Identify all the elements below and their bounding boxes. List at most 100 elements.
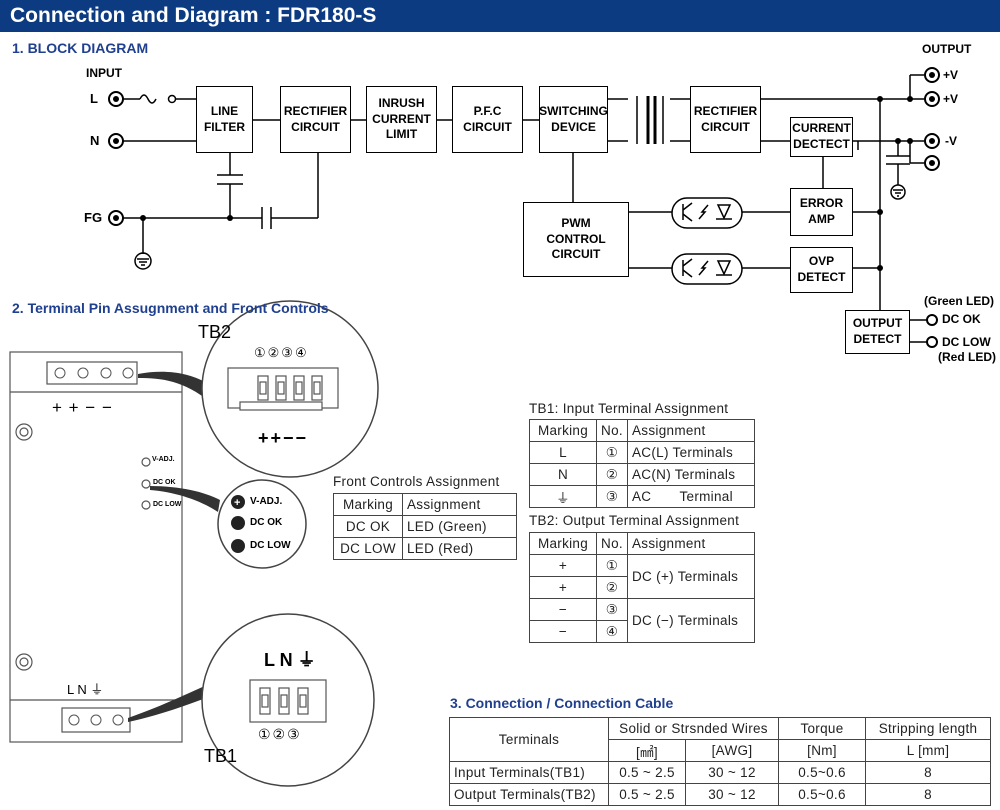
cable-header-terminals: Terminals [449,717,609,762]
dc-low-label: DC LOW [942,335,991,349]
tb1-header-assignment: Assignment [627,419,755,442]
cable-row2-strip: 8 [865,783,991,806]
output-vp1-label: +V [943,68,959,82]
rectifier-block-1: RECTIFIER CIRCUIT [280,86,351,153]
tb1-row3-no: ③ [596,485,628,508]
output-label: OUTPUT [922,42,972,56]
tb2-row2-no: ② [596,576,628,599]
cable-row1-mm2: 0.5 ~ 2.5 [608,761,686,784]
cable-unit-len: L [mm] [865,739,991,762]
pin-l-label: L [90,91,98,106]
output-vm-label: -V [945,134,957,148]
tb1-row2-marking: N [529,463,597,486]
tb1-row2-assignment: AC(N) Terminals [627,463,755,486]
front-controls-table: Marking Assignment DC OK LED (Green) DC … [333,493,517,560]
cable-unit-nm: [Nm] [778,739,866,762]
tb2-table-title: TB2: Output Terminal Assignment [529,513,740,528]
cable-header-wires: Solid or Strsnded Wires [608,717,779,740]
tb2-row1-no: ① [596,554,628,577]
tb2-row4-no: ④ [596,620,628,643]
tb2-label: TB2 [198,322,232,342]
cable-row1-strip: 8 [865,761,991,784]
tb2-row3-no: ③ [596,598,628,621]
cable-row2-terminals: Output Terminals(TB2) [449,783,609,806]
section2-title: 2. Terminal Pin Assugnment and Front Con… [12,300,329,316]
cable-row1-awg: 30 ~ 12 [685,761,779,784]
tb2-signs: ++−− [258,428,309,448]
tb1-header-no: No. [596,419,628,442]
zoom-dcok-label: DC OK [250,517,283,528]
block-diagram-title: 1. BLOCK DIAGRAM [12,40,149,56]
cable-row1-torque: 0.5~0.6 [778,761,866,784]
current-detect-block: CURRENT DECTECT [790,117,853,157]
rectifier-block-2: RECTIFIER CIRCUIT [690,86,761,153]
tb2-header-marking: Marking [529,532,597,555]
cable-header-strip: Stripping length [865,717,991,740]
fc-row1-assignment: LED (Green) [402,515,517,538]
fc-row2-marking: DC LOW [333,537,403,560]
psu-dcok-label: DC OK [153,479,176,486]
tb2-group-positive: DC (+) Terminals [627,554,755,599]
tb2-header-no: No. [596,532,628,555]
pin-n-label: N [90,133,100,148]
tb2-table: Marking No. Assignment + ① DC (+) Termin… [529,532,755,643]
error-amp-block: ERROR AMP [790,188,853,236]
pwm-block: PWM CONTROL CIRCUIT [523,202,629,277]
svg-text:+: + [234,497,240,509]
cable-header-torque: Torque [778,717,866,740]
tb2-row4-marking: − [529,620,597,643]
tb2-row2-marking: + [529,576,597,599]
front-controls-title: Front Controls Assignment [333,474,500,489]
switching-block: SWITCHING DEVICE [539,86,608,153]
cable-row2-awg: 30 ~ 12 [685,783,779,806]
tb2-header-assignment: Assignment [627,532,755,555]
inrush-block: INRUSH CURRENT LIMIT [366,86,437,153]
output-vp2-label: +V [943,92,959,106]
cable-row2-torque: 0.5~0.6 [778,783,866,806]
pfc-block: P.F.C CIRCUIT [452,86,523,153]
tb1-label: TB1 [204,746,238,766]
tb1-row3-assignment: AC Terminal [627,485,755,508]
fc-header-marking: Marking [333,493,403,516]
input-label: INPUT [86,66,122,80]
psu-dclow-label: DC LOW [153,501,182,508]
psu-tb2-signs: + + − − [52,398,113,417]
output-detect-block: OUTPUT DETECT [845,310,910,354]
tb1-signs: L N ⏚ [264,650,316,670]
dc-ok-label: DC OK [942,312,981,326]
pin-fg-label: FG [84,210,103,225]
header-banner: Connection and Diagram : FDR180-S [0,0,1000,32]
page-title: Connection and Diagram : FDR180-S [10,4,377,27]
tb2-row3-marking: − [529,598,597,621]
fc-row2-assignment: LED (Red) [402,537,517,560]
tb1-row2-no: ② [596,463,628,486]
tb1-row1-marking: L [529,441,597,464]
tb2-numbers: ①②③④ [254,345,309,360]
cable-table: Terminals Solid or Strsnded Wires Torque… [449,717,991,806]
cable-title: 3. Connection / Connection Cable [450,695,674,711]
zoom-vadj-label: V-ADJ. [250,496,283,507]
ovp-block: OVP DETECT [790,247,853,293]
tb2-group-negative: DC (−) Terminals [627,598,755,643]
tb1-numbers: ①②③ [258,726,302,742]
tb1-row3-marking: ⏚ [529,485,597,508]
cable-unit-mm2: [㎟] [608,739,686,762]
green-led-note: (Green LED) [924,294,995,308]
cable-row2-mm2: 0.5 ~ 2.5 [608,783,686,806]
tb1-row1-assignment: AC(L) Terminals [627,441,755,464]
cable-row1-terminals: Input Terminals(TB1) [449,761,609,784]
tb1-header-marking: Marking [529,419,597,442]
tb1-row1-no: ① [596,441,628,464]
zoom-dclow-label: DC LOW [250,540,291,551]
fc-row1-marking: DC OK [333,515,403,538]
red-led-note: (Red LED) [938,350,996,364]
tb1-table-title: TB1: Input Terminal Assignment [529,401,729,416]
cable-unit-awg: [AWG] [685,739,779,762]
tb1-table: Marking No. Assignment L ① AC(L) Termina… [529,419,755,508]
tb2-row1-marking: + [529,554,597,577]
fc-header-assignment: Assignment [402,493,517,516]
psu-tb1-signs: L N ⏚ [67,682,104,697]
psu-vadj-label: V-ADJ. [152,456,175,463]
line-filter-block: LINE FILTER [196,86,253,153]
